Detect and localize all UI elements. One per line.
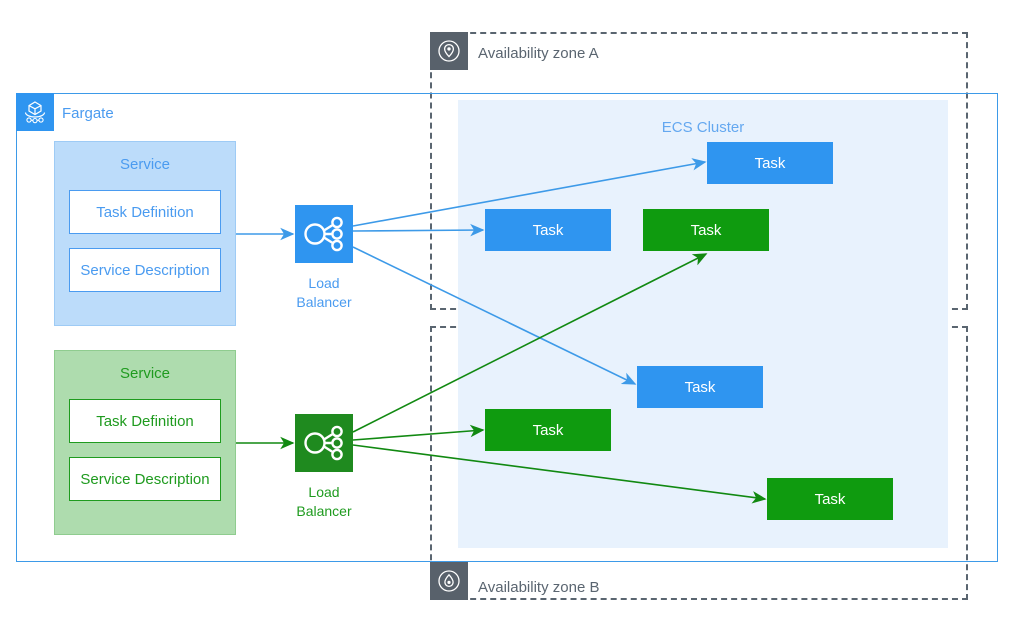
service-description-field[interactable]: Service Description [69,248,221,292]
availability-zone-b-label: Availability zone B [478,579,600,596]
task-box[interactable]: Task [637,366,763,408]
task-definition-field[interactable]: Task Definition [69,399,221,443]
task-box[interactable]: Task [707,142,833,184]
service-panel-blue[interactable]: Service Task Definition Service Descript… [54,141,236,326]
task-box[interactable]: Task [485,209,611,251]
load-balancer-icon[interactable] [295,414,353,472]
load-balancer-label-green: Load Balancer [265,483,383,521]
service-title: Service [119,365,171,382]
load-balancer-label-line1: Load [308,484,340,500]
fargate-box [16,93,998,562]
load-balancer-icon[interactable] [295,205,353,263]
service-panel-green[interactable]: Service Task Definition Service Descript… [54,350,236,535]
fargate-label: Fargate [62,105,114,122]
load-balancer-label-line2: Balancer [296,294,352,310]
load-balancer-label-blue: Load Balancer [265,274,383,312]
availability-zone-a-label: Availability zone A [478,45,599,62]
load-balancer-label-line2: Balancer [296,503,352,519]
task-box[interactable]: Task [643,209,769,251]
fargate-cube-icon [16,93,54,131]
task-box[interactable]: Task [767,478,893,520]
ecs-cluster-label: ECS Cluster [661,119,745,136]
load-balancer-label-line1: Load [308,275,340,291]
service-title: Service [119,156,171,173]
location-pin-icon [430,32,468,70]
water-drop-icon [430,562,468,600]
task-box[interactable]: Task [485,409,611,451]
service-description-field[interactable]: Service Description [69,457,221,501]
task-definition-field[interactable]: Task Definition [69,190,221,234]
